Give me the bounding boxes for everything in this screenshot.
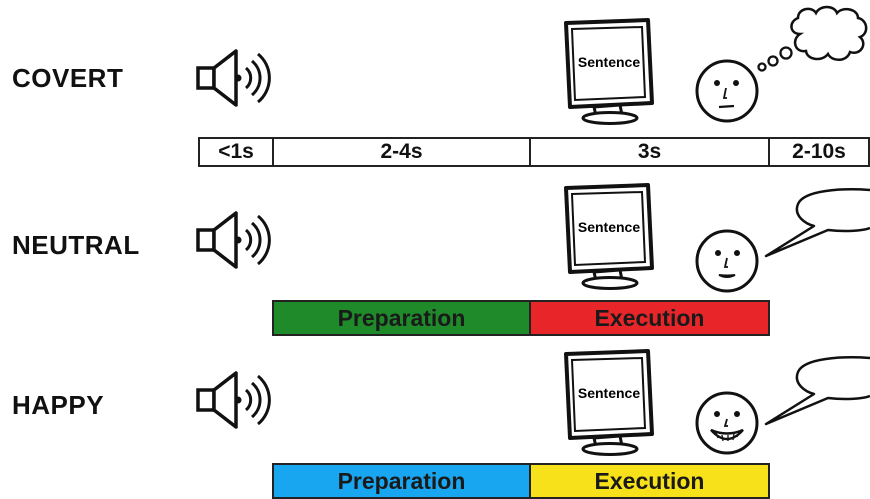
timeline-segment-execution: 3s bbox=[531, 139, 770, 165]
speech-bubble-icon bbox=[764, 356, 870, 426]
neutral-phase-bar: Preparation Execution bbox=[272, 300, 770, 336]
monitor-sentence-text: Sentence bbox=[577, 385, 641, 401]
neutral-face-icon bbox=[695, 59, 759, 123]
condition-label-happy: HAPPY bbox=[12, 390, 105, 420]
speaker-icon bbox=[196, 211, 271, 269]
speech-bubble-icon bbox=[764, 188, 870, 258]
timeline-segment-preparation: 2-4s bbox=[274, 139, 531, 165]
condition-label-covert: COVERT bbox=[12, 63, 124, 93]
monitor-sentence-text: Sentence bbox=[577, 54, 641, 70]
timeline-segment-cue: <1s bbox=[200, 139, 274, 165]
monitor-icon: Sentence bbox=[558, 17, 658, 125]
happy-execution-phase: Execution bbox=[531, 465, 768, 497]
neutral-execution-phase: Execution bbox=[531, 302, 768, 334]
smiling-face-icon bbox=[695, 391, 759, 455]
neutral-preparation-phase: Preparation bbox=[274, 302, 531, 334]
speaker-icon bbox=[196, 49, 271, 107]
timeline-bar: <1s 2-4s 3s 2-10s bbox=[198, 137, 870, 167]
condition-label-neutral: NEUTRAL bbox=[12, 230, 140, 260]
monitor-icon: Sentence bbox=[558, 182, 658, 290]
happy-phase-bar: Preparation Execution bbox=[272, 463, 770, 499]
timeline-segment-rest: 2-10s bbox=[792, 140, 846, 163]
thought-bubble-icon bbox=[757, 5, 868, 72]
speaker-icon bbox=[196, 371, 271, 429]
happy-preparation-phase: Preparation bbox=[274, 465, 531, 497]
monitor-icon: Sentence bbox=[558, 348, 658, 456]
monitor-sentence-text: Sentence bbox=[577, 219, 641, 235]
neutral-face-icon bbox=[695, 229, 759, 293]
